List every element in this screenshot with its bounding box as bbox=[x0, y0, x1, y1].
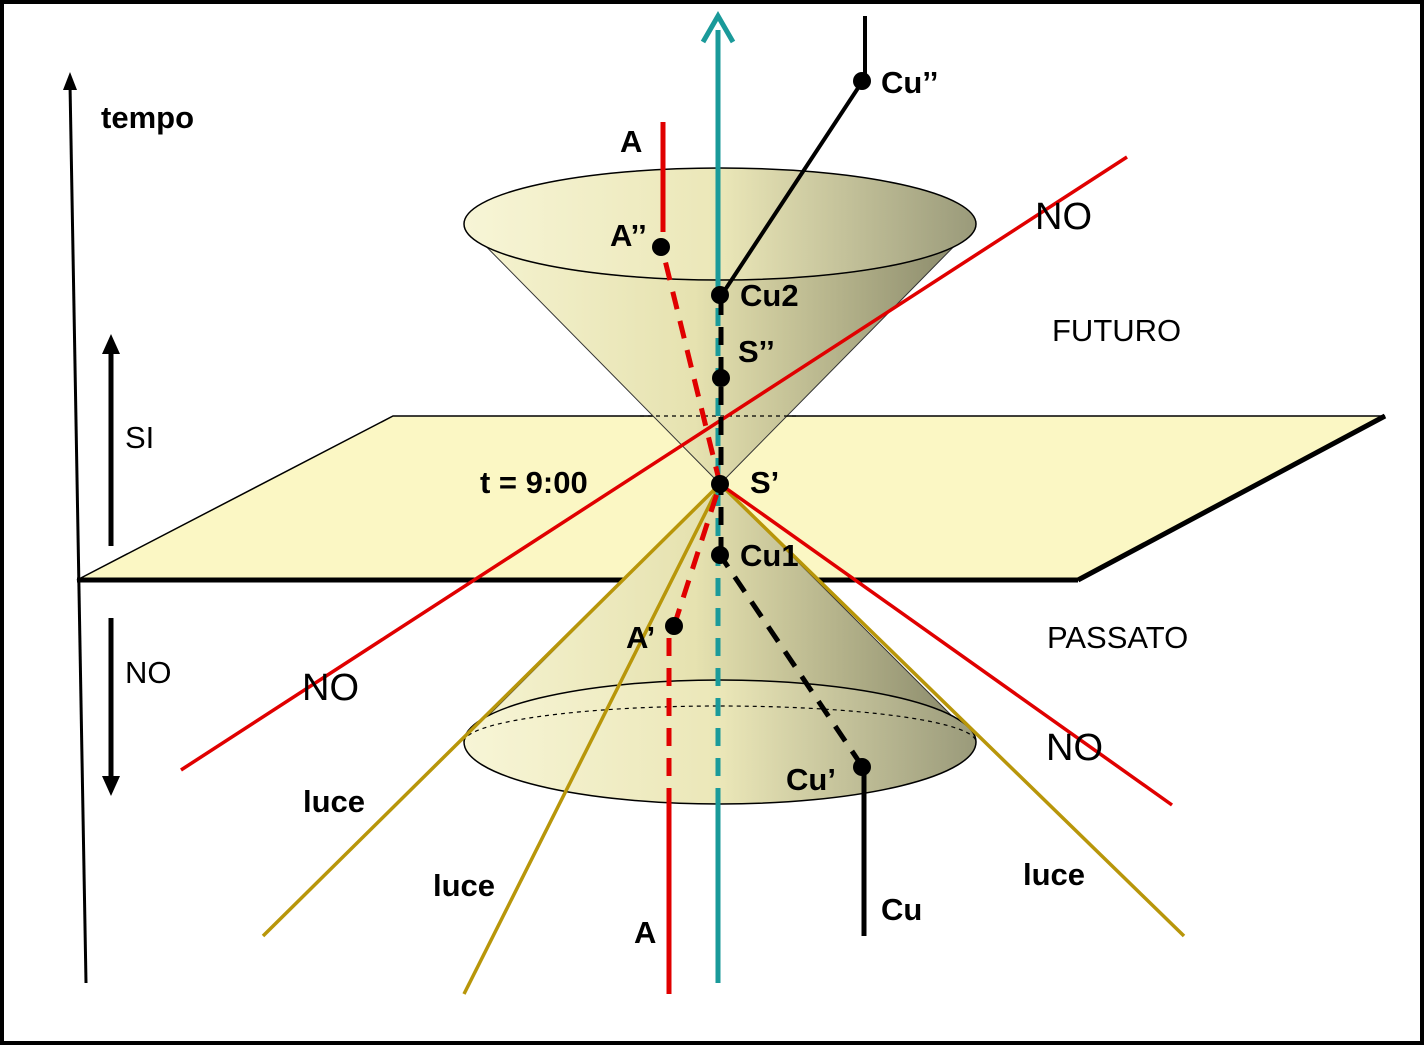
teal-arrowhead bbox=[700, 10, 736, 44]
a-worldline-s-to-future bbox=[659, 247, 723, 485]
label-a-past: A’ bbox=[626, 620, 655, 655]
point-cu-past bbox=[853, 758, 871, 776]
label-futuro: FUTURO bbox=[1052, 313, 1181, 348]
label-luce-left: luce bbox=[303, 784, 365, 819]
point-a-future bbox=[652, 238, 670, 256]
label-no-lower-right: NO bbox=[1046, 727, 1103, 769]
label-cu1: Cu1 bbox=[740, 538, 799, 573]
label-a-future: A’’ bbox=[610, 218, 647, 253]
label-luce-right: luce bbox=[1023, 857, 1085, 892]
cu-worldline-past-dashed bbox=[717, 553, 865, 768]
no-line-falling bbox=[718, 482, 1174, 807]
a-worldline-past-to-s bbox=[671, 483, 723, 627]
no-arrowhead bbox=[102, 776, 120, 796]
label-s-future: S’’ bbox=[738, 334, 775, 369]
no-line-rising bbox=[180, 155, 1128, 772]
label-cu2: Cu2 bbox=[740, 278, 799, 313]
label-s-now: S’ bbox=[750, 465, 779, 500]
point-s-future bbox=[712, 369, 730, 387]
point-cu2 bbox=[711, 286, 729, 304]
label-a-top: A bbox=[620, 124, 642, 159]
point-cu1 bbox=[711, 546, 729, 564]
label-a-bottom: A bbox=[634, 915, 656, 950]
label-tempo: tempo bbox=[101, 100, 194, 135]
label-time-plane: t = 9:00 bbox=[480, 465, 588, 500]
point-s-now bbox=[711, 475, 729, 493]
label-cu-past: Cu’ bbox=[786, 762, 836, 797]
time-plane-right-edge bbox=[1076, 413, 1387, 583]
si-arrowhead bbox=[102, 334, 120, 354]
label-no-lower-left: NO bbox=[302, 667, 359, 709]
light-line-left bbox=[261, 482, 722, 938]
label-passato: PASSATO bbox=[1047, 620, 1188, 655]
time-axis bbox=[68, 83, 88, 984]
light-line-right bbox=[718, 482, 1186, 938]
label-cu-future: Cu’’ bbox=[881, 65, 938, 100]
label-no-left: NO bbox=[125, 655, 172, 690]
label-no-upper-right: NO bbox=[1035, 196, 1092, 238]
label-si: SI bbox=[125, 420, 154, 455]
light-line-mid bbox=[462, 483, 722, 995]
past-cone-hidden-rim bbox=[463, 705, 977, 743]
cu-worldline-future bbox=[719, 80, 864, 298]
time-axis-arrowhead bbox=[63, 72, 77, 90]
label-cu: Cu bbox=[881, 892, 922, 927]
label-luce-mid: luce bbox=[433, 868, 495, 903]
point-cu-future bbox=[853, 72, 871, 90]
point-a-past bbox=[665, 617, 683, 635]
